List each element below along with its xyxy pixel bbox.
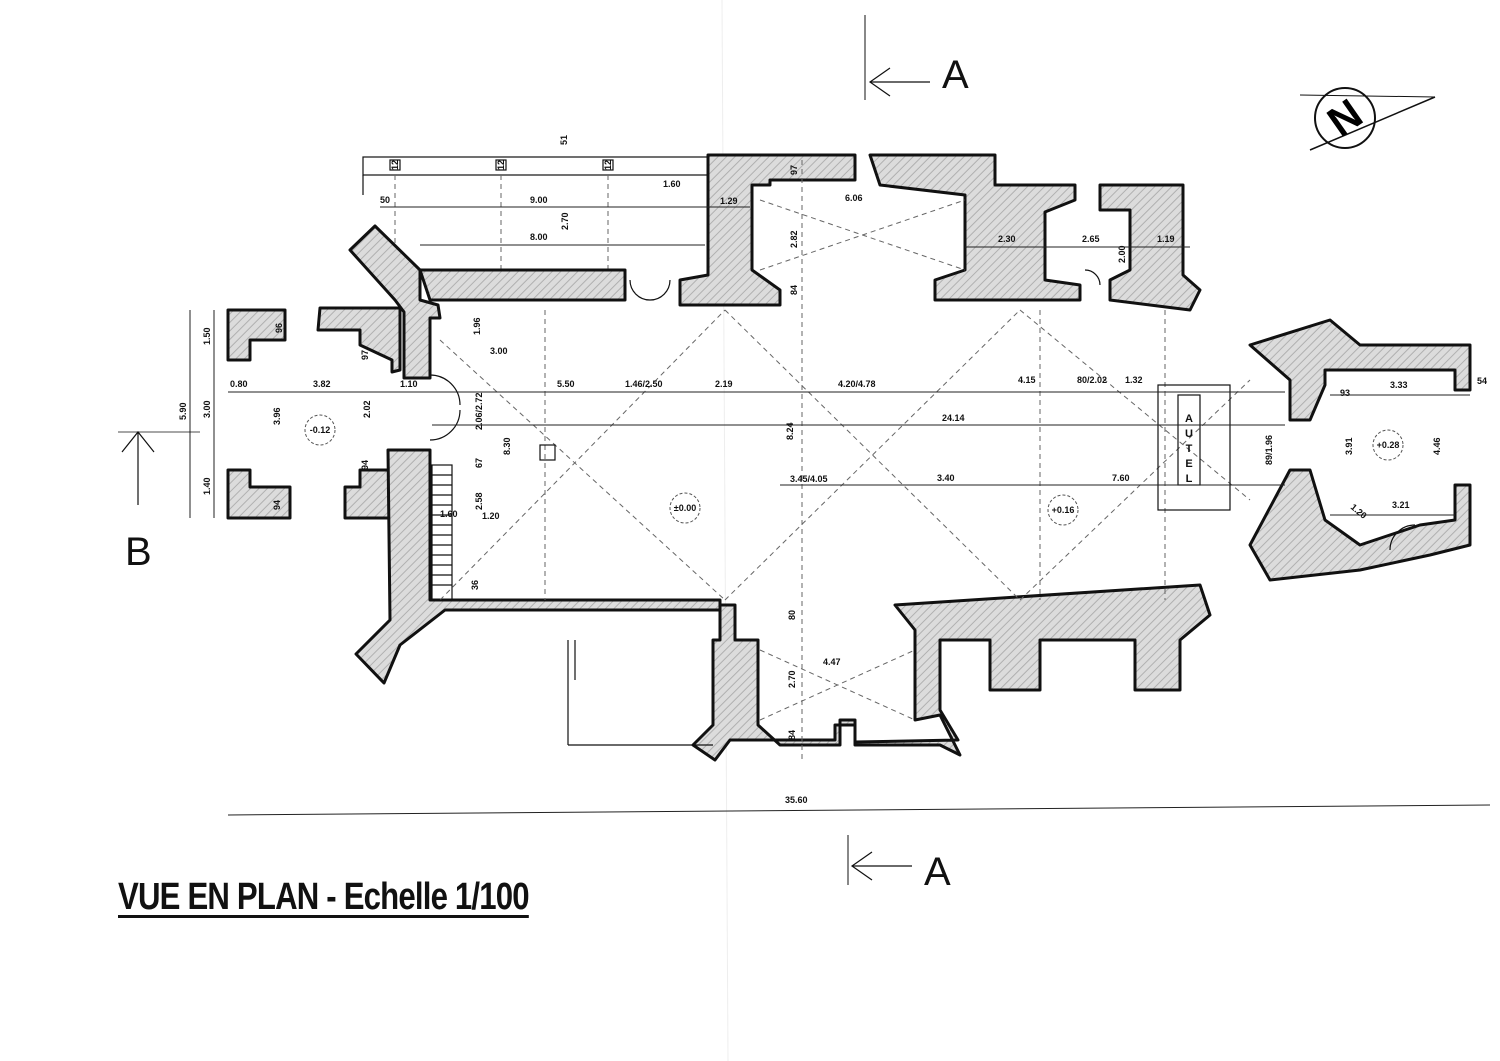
walls (226, 153, 1472, 762)
altar-letter: A (1185, 413, 1193, 425)
dim-apse-diag: 93 (1340, 388, 1350, 398)
north-arrow: N (1299, 87, 1436, 151)
dim-nave-11: 7.60 (1112, 473, 1130, 483)
section-marker-b: B (118, 431, 200, 574)
section-marker-a-bottom: A (847, 835, 951, 894)
dim-sacristy-depth: 2.00 (1117, 245, 1127, 263)
altar-letter: T (1186, 443, 1193, 455)
section-label: A (924, 850, 951, 894)
dim-apse-depth: 3.91 (1344, 437, 1354, 455)
south-annex (567, 640, 713, 746)
dim-galerie-g: 51 (559, 135, 569, 145)
post-label: 12 (496, 160, 506, 170)
dim-stair-1: 1.60 (440, 509, 458, 519)
dim-chapel-n-depth: 2.82 (789, 230, 799, 248)
dim-apse-height: 4.46 (1432, 437, 1442, 455)
dim-porch-length: 3.82 (313, 379, 331, 389)
dim-galerie-a: 50 (380, 195, 390, 205)
dim-nave-1: 3.00 (490, 346, 508, 356)
dim-chapel-n-wall-b: 84 (789, 285, 799, 295)
doors (429, 269, 1416, 551)
level-choir: +0.16 (1052, 505, 1075, 515)
dim-porch-wall-top: 96 (274, 323, 284, 333)
dim-chapel-s-wall-b: 84 (787, 730, 797, 740)
dim-galerie-d: 2.70 (560, 212, 570, 230)
dim-choir-step: 89/1.96 (1264, 435, 1274, 465)
dimension-lines (189, 206, 1491, 816)
altar-letter: L (1186, 473, 1193, 485)
section-marker-a-top: A (864, 15, 969, 100)
dim-nave-16: 2.58 (474, 492, 484, 510)
dim-nave-8: 1.32 (1125, 375, 1143, 385)
dim-nave-6: 4.15 (1018, 375, 1036, 385)
altar-label: A U T E L (1185, 413, 1193, 485)
section-label: B (125, 530, 152, 574)
dim-nave-14: 8.30 (502, 437, 512, 455)
dim-galerie-c: 8.00 (530, 232, 548, 242)
dim-porch-door: 2.02 (362, 400, 372, 418)
dim-apse-low-b: 1.20 (1349, 502, 1369, 521)
dim-porch-wall-low: 94 (360, 460, 370, 470)
level-apse: +0.28 (1377, 440, 1400, 450)
dim-porch-wall-mid: 97 (360, 350, 370, 360)
dim-stair-2: 1.20 (482, 511, 500, 521)
dim-porch-mid: 3.00 (202, 400, 212, 418)
dim-apse-wall: 54 (1477, 376, 1487, 386)
dim-stair-3: 36 (470, 580, 480, 590)
dim-nave-13: 2.06/2.72 (474, 392, 484, 430)
altar-letter: E (1185, 458, 1192, 470)
dim-nave-9: 3.45/4.05 (790, 474, 828, 484)
level-markers: -0.12 ±0.00 +0.16 +0.28 (304, 414, 1404, 526)
dimension-labels: 35.60 24.14 8.24 5.90 1.50 3.00 1.40 0.8… (178, 135, 1487, 805)
dim-sacristy-width: 2.65 (1082, 234, 1100, 244)
section-label: A (942, 53, 969, 97)
dim-galerie-b: 9.00 (530, 195, 548, 205)
post-label: 12 (390, 160, 400, 170)
dim-overall-length: 35.60 (785, 795, 808, 805)
dim-galerie-f: 1.29 (720, 196, 738, 206)
dim-sacristy-right: 1.19 (1157, 234, 1175, 244)
dim-chapel-n-wall: 97 (789, 165, 799, 175)
dim-axis-length: 24.14 (942, 413, 965, 423)
dim-nave-12: 1.96 (472, 317, 482, 335)
dim-nave-10: 3.40 (937, 473, 955, 483)
dim-nave-5: 4.20/4.78 (838, 379, 876, 389)
level-porch: -0.12 (310, 425, 331, 435)
plan-title: VUE EN PLAN - Echelle 1/100 (118, 876, 530, 918)
level-nave: ±0.00 (674, 503, 696, 513)
dim-porch-inner-height: 3.96 (272, 407, 282, 425)
dim-sacristy-left: 2.30 (998, 234, 1016, 244)
dim-porch-side-top: 1.50 (202, 327, 212, 345)
dim-porch-width: 5.90 (178, 402, 188, 420)
dim-porch-wall-bottom: 94 (272, 500, 282, 510)
dim-chapel-n-width: 6.06 (845, 193, 863, 203)
dim-porch-right: 1.10 (400, 379, 418, 389)
dim-nave-7: 80/2.02 (1077, 375, 1107, 385)
altar-letter: U (1185, 428, 1193, 440)
dim-nave-15: 67 (474, 458, 484, 468)
dim-porch-left: 0.80 (230, 379, 248, 389)
dim-porch-side-bottom: 1.40 (202, 477, 212, 495)
dim-chapel-s-depth: 2.70 (787, 670, 797, 688)
galerie (362, 156, 709, 270)
dim-nave-2: 5.50 (557, 379, 575, 389)
dim-galerie-e: 1.60 (663, 179, 681, 189)
dim-nave-4: 2.19 (715, 379, 733, 389)
staircase (431, 444, 556, 601)
altar (1157, 384, 1231, 511)
dim-chapel-s-wall: 80 (787, 610, 797, 620)
vault-lines (439, 160, 1251, 760)
post-label: 12 (603, 160, 613, 170)
dim-chapel-s-width: 4.47 (823, 657, 841, 667)
dim-nave-width: 8.24 (785, 422, 795, 440)
dim-nave-3: 1.46/2.50 (625, 379, 663, 389)
dim-apse-low: 3.21 (1392, 500, 1410, 510)
dim-apse-width: 3.33 (1390, 380, 1408, 390)
